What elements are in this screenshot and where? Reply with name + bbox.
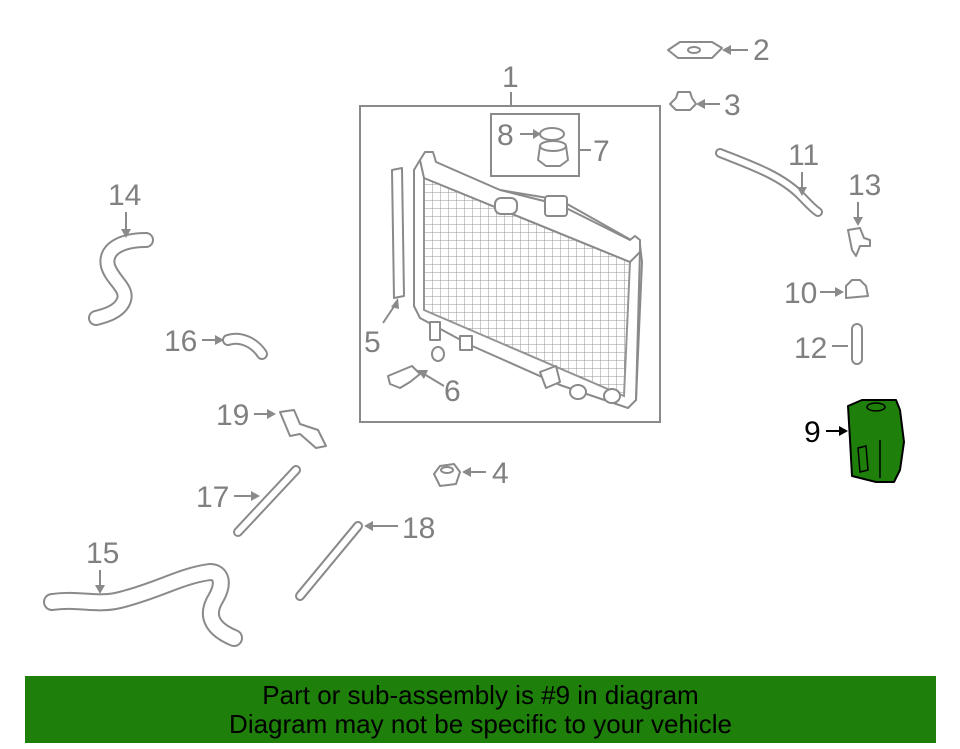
callout-13: 13: [848, 169, 881, 202]
parts-diagram: 1 2 3 4 5 6 7 8 9 10 11 12 13 14 15 16 1…: [43, 34, 905, 647]
callout-9-highlighted: 9: [804, 416, 821, 449]
callout-4: 4: [492, 457, 509, 490]
part-8-gasket: [520, 127, 565, 141]
part-5-seal: [382, 167, 405, 324]
part-16-hose: [202, 332, 268, 360]
cap-assembly-box: [490, 113, 580, 177]
part-11-hose: [715, 148, 823, 217]
part-19-bracket: [254, 409, 327, 449]
part-2-plate: [667, 41, 748, 59]
part-9-reservoir-highlighted: [826, 399, 905, 483]
callout-18: 18: [402, 512, 435, 545]
callout-7: 7: [593, 135, 610, 168]
radiator-core: [413, 151, 643, 409]
callout-15: 15: [86, 537, 119, 570]
callout-17: 17: [196, 481, 229, 514]
callout-12: 12: [794, 332, 827, 365]
callout-3: 3: [724, 89, 741, 122]
part-6-bracket: [387, 365, 445, 389]
part-17-tube: [233, 465, 301, 537]
part-4-grommet: [433, 463, 486, 487]
part-13-bleeder: [847, 202, 871, 257]
callout-14: 14: [108, 179, 141, 212]
part-15-hose: [43, 562, 243, 647]
callout-5: 5: [364, 326, 381, 359]
callout-1: 1: [502, 61, 519, 94]
info-banner: Part or sub-assembly is #9 in diagram Di…: [25, 676, 936, 743]
callout-11: 11: [788, 139, 819, 172]
banner-line-2: Diagram may not be specific to your vehi…: [229, 708, 732, 739]
part-12-pipe: [832, 323, 863, 365]
callout-10: 10: [784, 277, 817, 310]
callout-2: 2: [753, 34, 770, 67]
part-14-hose: [88, 212, 154, 326]
part-3-grommet: [669, 91, 720, 111]
banner-line-1: Part or sub-assembly is #9 in diagram: [262, 679, 699, 710]
part-18-tube: [295, 521, 398, 601]
part-7-radiator-cap: [537, 140, 591, 167]
callout-6: 6: [444, 375, 461, 408]
callout-16: 16: [164, 325, 197, 358]
part-10-cap: [820, 279, 869, 299]
callout-19: 19: [216, 399, 249, 432]
callout-8: 8: [497, 119, 514, 152]
